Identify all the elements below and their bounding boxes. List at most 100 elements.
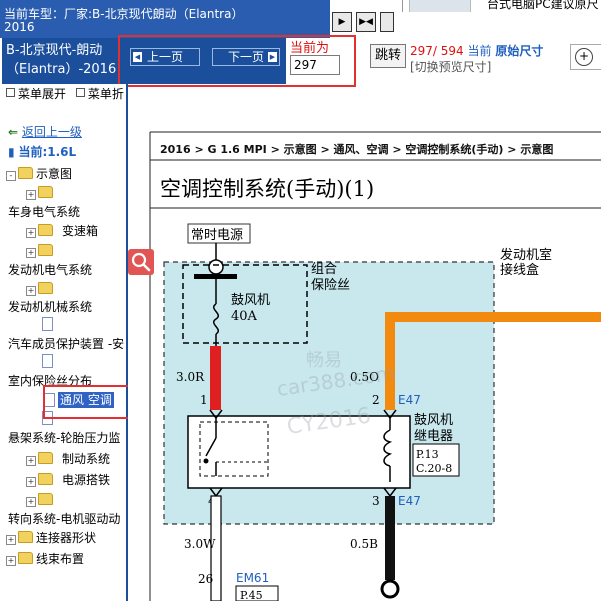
sidebar-item-occupant-protection[interactable]: 汽车成员保护装置 -安	[8, 336, 124, 352]
sidebar-doc[interactable]	[42, 317, 56, 333]
wire-black	[385, 496, 395, 580]
folder-icon	[38, 244, 53, 256]
sidebar-current-engine: ▮ 当前:1.6L	[8, 144, 76, 160]
sidebar-item-fuse-layout[interactable]: 室内保险丝分布	[8, 373, 92, 389]
expand-node-icon: +	[26, 190, 36, 200]
sidebar-item-engine-mechanical[interactable]: 发动机机械系统	[8, 299, 92, 315]
bus-bar	[194, 274, 237, 279]
sidebar-folder[interactable]: +	[26, 243, 56, 259]
folder-icon	[38, 473, 53, 485]
next-page-button[interactable]: 下一页 ▶	[212, 48, 280, 66]
relay-label-1: 鼓风机	[414, 413, 453, 428]
expand-node-icon: +	[26, 286, 36, 296]
sidebar-item-brake[interactable]: + 制动系统	[26, 451, 110, 467]
expand-node-icon: +	[26, 477, 36, 487]
sidebar-item-label: 悬架系统-轮胎压力监	[8, 431, 121, 445]
ref-2: C.20-8	[416, 462, 452, 475]
wire-left-bottom-label: 3.0W	[184, 537, 216, 551]
connector-em61: EM61	[236, 571, 269, 585]
fuse-name: 鼓风机	[231, 293, 270, 308]
folder-icon	[18, 167, 33, 179]
pin-26: 26	[198, 572, 213, 586]
wire-white	[210, 495, 222, 601]
current-word: 当前	[467, 44, 492, 58]
car-model: B-北京现代-朗动 （Elantra）-2016	[2, 38, 126, 84]
ad-banner[interactable]: 台式电脑PC建议原尺	[402, 0, 601, 12]
sidebar-item-harness[interactable]: +线束布置	[6, 551, 84, 567]
sidebar-item-suspension[interactable]: 悬架系统-轮胎压力监	[8, 430, 120, 446]
menu-row: 菜单展开 菜单折	[0, 84, 126, 104]
search-icon-glyph	[131, 252, 151, 272]
sidebar-doc[interactable]	[42, 354, 56, 370]
sidebar-item-power-ground[interactable]: + 电源搭铁	[26, 472, 110, 488]
left-arrow-icon: ◀	[133, 52, 142, 62]
sidebar-item-engine-electrical[interactable]: 发动机电气系统	[8, 262, 92, 278]
next-page-label: 下一页	[227, 50, 264, 64]
page-number-input[interactable]: 297	[290, 55, 340, 75]
sidebar-item-label: 变速箱	[62, 224, 99, 238]
connector-e47-top: E47	[398, 393, 421, 407]
ad-image-icon	[409, 0, 471, 12]
ground-terminal	[380, 579, 400, 599]
sidebar-item-label: 汽车成员保护装置 -安	[8, 337, 125, 351]
fuse-group-label-2: 保险丝	[311, 278, 350, 293]
ref-box-2	[235, 585, 279, 601]
page-info: 297/ 594 当前 原始尺寸	[410, 42, 543, 59]
power-label: 常时电源	[191, 228, 243, 243]
play-icon[interactable]: ▶	[332, 12, 352, 32]
wire-left-top-label: 3.0R	[176, 370, 205, 384]
sidebar-item-body-electrical[interactable]: 车身电气系统	[8, 204, 80, 220]
switch-size-link[interactable]: [切换预览尺寸]	[410, 60, 492, 74]
expand-node-icon: +	[26, 456, 36, 466]
sidebar-item-label: 制动系统	[62, 452, 111, 466]
zoom-button[interactable]: +	[570, 44, 601, 70]
sidebar-folder[interactable]: +	[26, 492, 56, 508]
sidebar-item-connector[interactable]: + 连接器形状	[6, 530, 96, 546]
wire-right-bottom-label: 0.5B	[350, 537, 378, 551]
fuse-group-label-1: 组合	[311, 262, 337, 277]
collapse-icon	[75, 88, 85, 97]
original-size-link[interactable]: 原始尺寸	[495, 44, 544, 58]
folder-icon	[38, 282, 53, 294]
current-page-label: 当前为	[290, 41, 330, 56]
expand-node-icon: +	[26, 228, 36, 238]
right-arrow-icon: ▶	[268, 52, 277, 62]
sidebar-item-label: 电源搭铁	[62, 473, 111, 487]
sidebar-item-hvac[interactable]: 通风 空调	[58, 392, 114, 408]
engine-label: 当前:1.6L	[18, 145, 77, 159]
wiring-diagram: 2016 > G 1.6 MPI > 示意图 > 通风、空调 > 空调控制系统(…	[149, 131, 601, 601]
search-icon[interactable]	[128, 249, 154, 275]
diagram-viewer[interactable]: 2016 > G 1.6 MPI > 示意图 > 通风、空调 > 空调控制系统(…	[128, 104, 601, 601]
sidebar-item-transmission[interactable]: + 变速箱	[26, 223, 98, 239]
sidebar-item-label: 发动机机械系统	[8, 300, 93, 314]
sidebar-item-label: 连接器形状	[36, 531, 97, 545]
sidebar	[0, 104, 126, 601]
sidebar-item-schematic[interactable]: -示意图	[6, 166, 72, 182]
pin-3: 3	[372, 494, 380, 508]
sidebar-item-label: 示意图	[36, 167, 73, 181]
folder-icon	[38, 224, 53, 236]
sidebar-back[interactable]: ⇐ 返回上一级	[8, 124, 82, 140]
car-model-line-2: （Elantra）-2016	[6, 62, 117, 77]
sidebar-item-steering[interactable]: 转向系统-电机驱动动	[8, 511, 120, 527]
diagram-breadcrumb: 2016 > G 1.6 MPI > 示意图 > 通风、空调 > 空调控制系统(…	[160, 142, 553, 156]
selection-highlight	[43, 385, 138, 419]
expand-node-icon: +	[6, 535, 16, 545]
expand-node-icon: +	[26, 497, 36, 507]
wire-red	[210, 346, 221, 410]
database-icon: ▮	[8, 145, 15, 159]
sidebar-folder[interactable]: +	[26, 281, 56, 297]
jump-button[interactable]: 跳转	[370, 44, 406, 68]
watermark-1: 畅易	[306, 350, 342, 371]
back-arrow-icon: ⇐	[8, 125, 19, 139]
menu-collapse[interactable]: 菜单折	[87, 87, 124, 101]
ref-box	[412, 443, 460, 477]
window-title: 当前车型：厂家:B-北京现代朗动（Elantra） 2016	[0, 0, 330, 38]
skip-icon[interactable]: ▶◀	[356, 12, 376, 32]
sidebar-folder[interactable]: +	[26, 185, 56, 201]
ad-text: 台式电脑PC建议原尺	[487, 0, 599, 11]
more-icon[interactable]	[380, 12, 394, 32]
page-nav-panel: ◀ 上一页 下一页 ▶	[126, 38, 286, 84]
menu-expand[interactable]: 菜单展开	[18, 87, 67, 101]
prev-page-button[interactable]: ◀ 上一页	[130, 48, 200, 66]
